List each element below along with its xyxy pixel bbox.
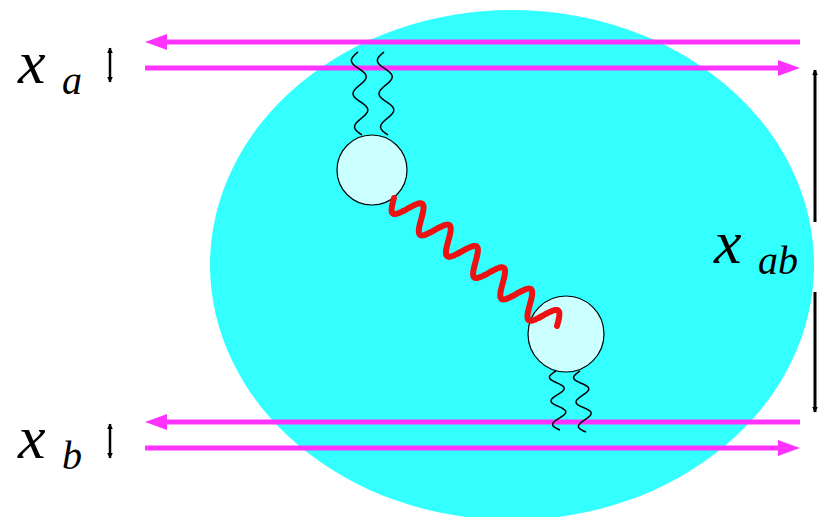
beam-line (145, 446, 778, 451)
variable-symbol: x (18, 31, 46, 93)
parton-blob (528, 296, 604, 372)
variable-symbol: x (18, 406, 46, 468)
beam-line (167, 420, 800, 425)
size-arrow (109, 424, 112, 458)
subscript: ab (758, 241, 798, 281)
distance-arrow (814, 70, 817, 222)
subscript: a (62, 61, 82, 101)
size-arrow (109, 48, 112, 82)
beam-arrowhead (145, 414, 167, 430)
beam-arrowhead (778, 60, 800, 76)
subscript: b (62, 436, 82, 476)
gluon-lines (351, 52, 591, 432)
gluon-line (574, 371, 592, 432)
distance-arrow (814, 292, 817, 412)
gluon-line (549, 371, 565, 430)
beam-arrowhead (778, 440, 800, 456)
exchange-boson (392, 198, 560, 326)
gluon-line (351, 52, 367, 135)
parton-blob (337, 135, 407, 205)
beam-arrowhead (145, 34, 167, 50)
beam-line (167, 40, 800, 45)
exchange-line (392, 198, 560, 326)
interaction-region (210, 10, 814, 517)
variable-symbol: x (714, 211, 742, 273)
beam-line (145, 66, 778, 71)
gluon-line (377, 52, 393, 135)
beam-arrows (145, 34, 800, 456)
